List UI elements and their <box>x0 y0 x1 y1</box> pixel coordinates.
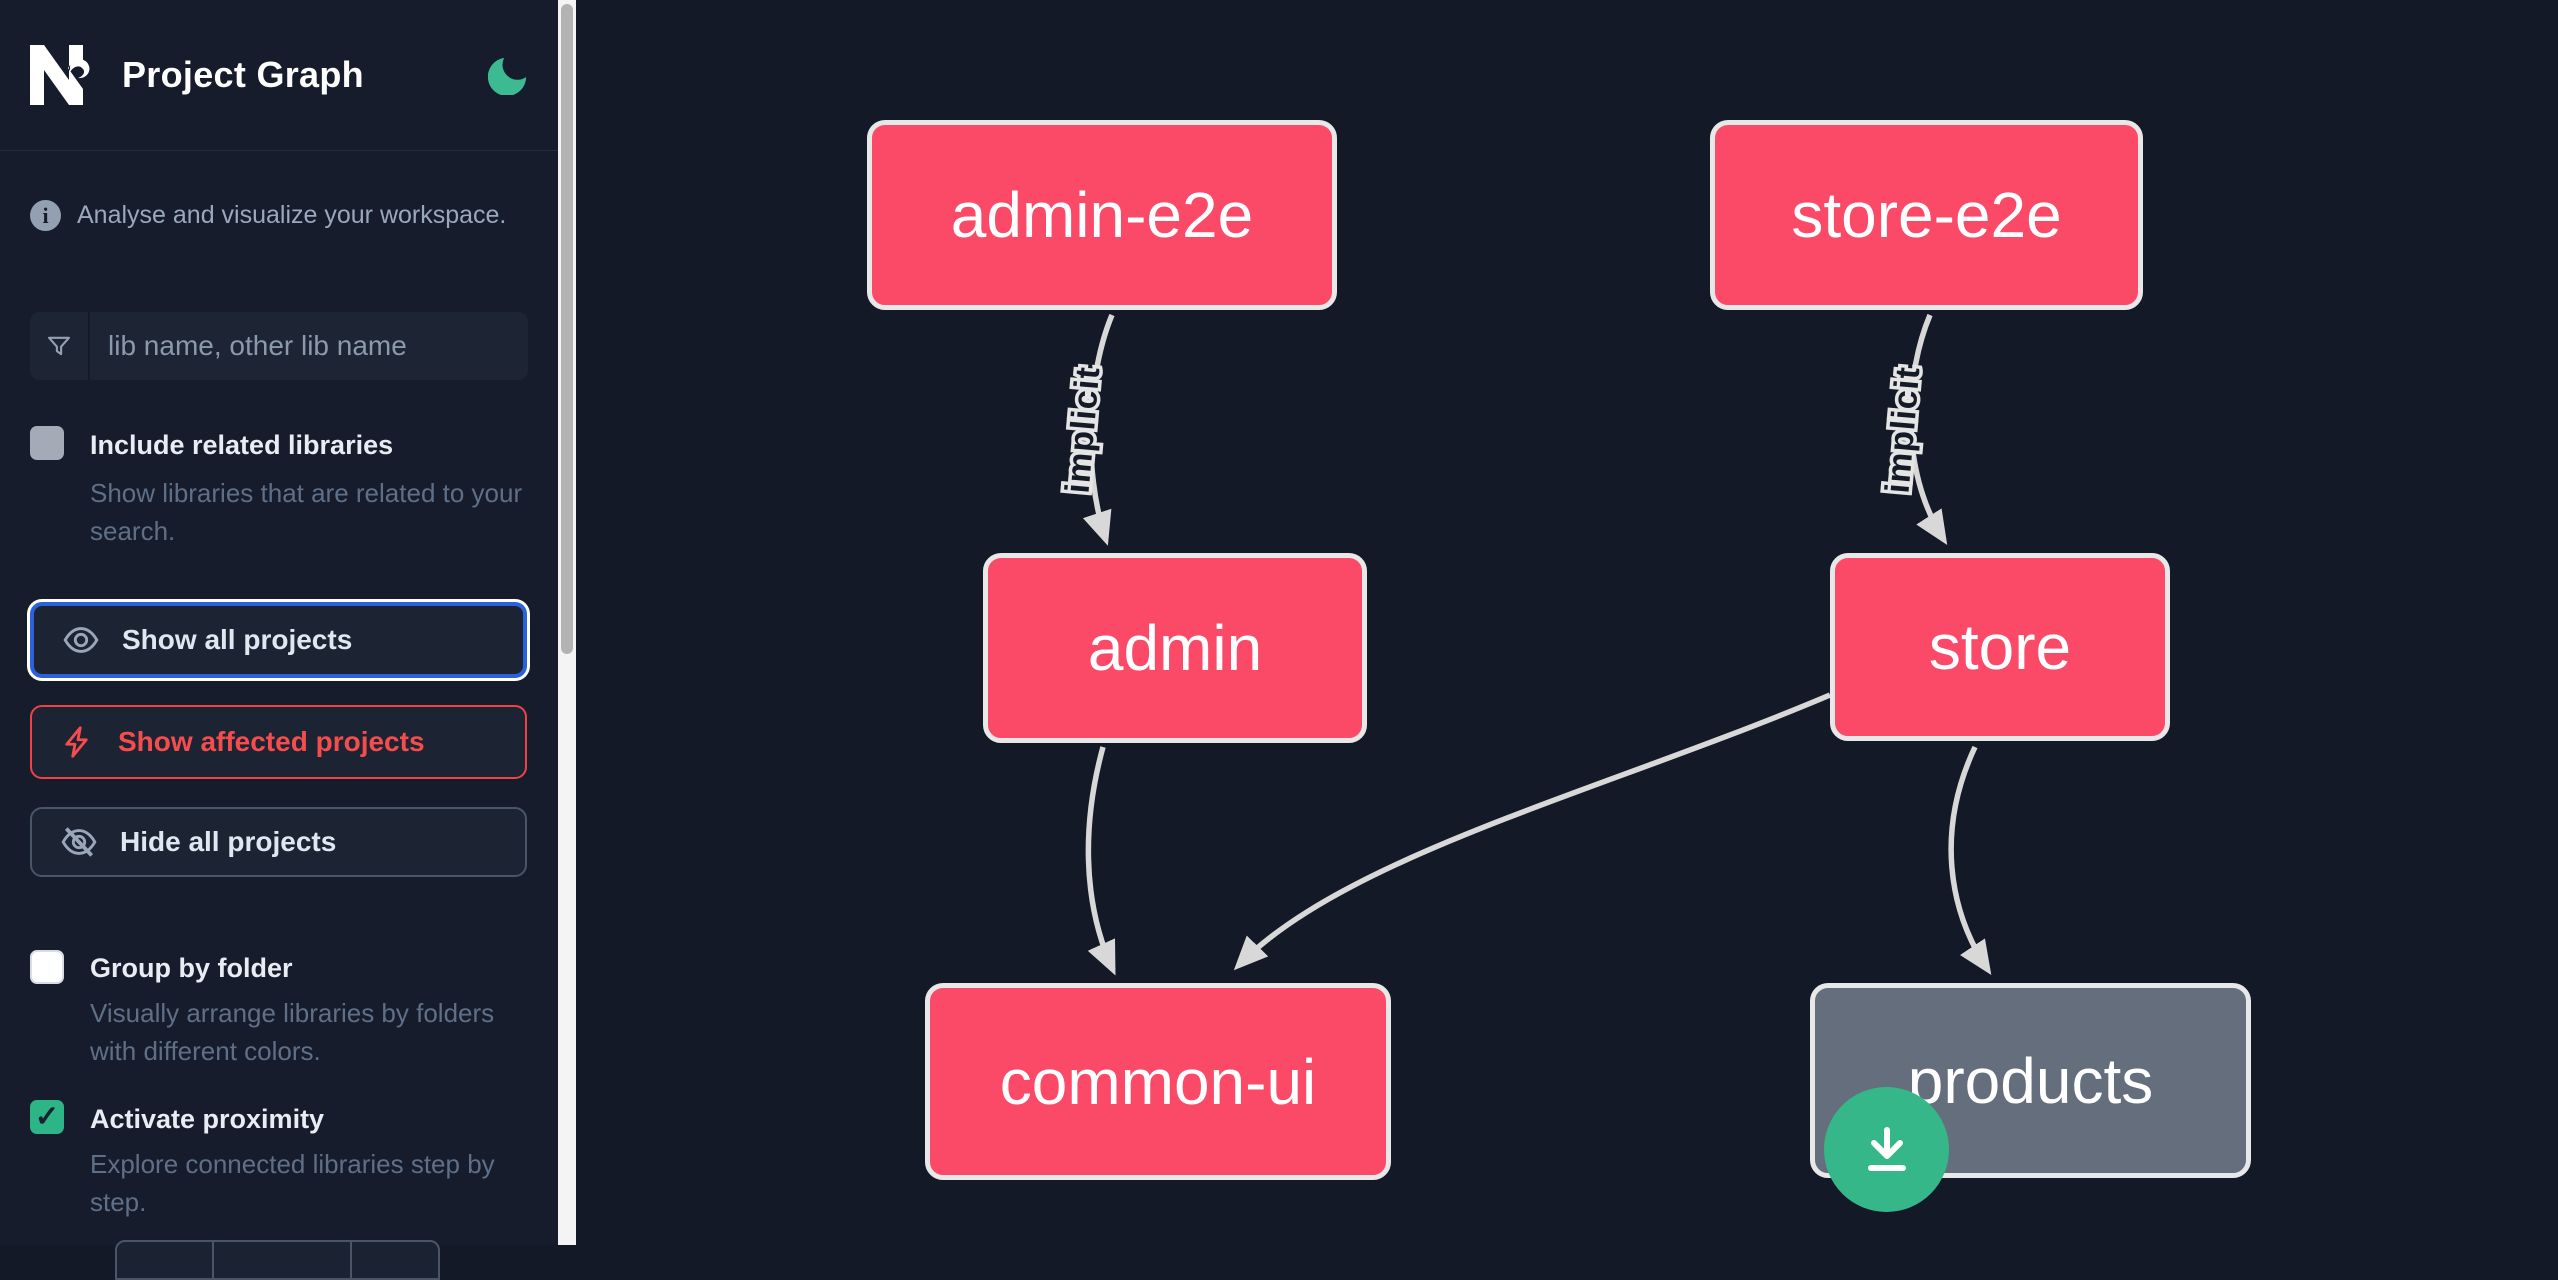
info-text: Analyse and visualize your workspace. <box>77 201 507 229</box>
node-store[interactable]: store <box>1830 553 2170 741</box>
sidebar-scrollbar-thumb[interactable] <box>561 4 573 654</box>
group-by-folder-description: Visually arrange libraries by folders wi… <box>90 998 495 1066</box>
graph-edges: implicit implicit <box>1055 313 1992 976</box>
show-all-projects-label: Show all projects <box>122 624 353 655</box>
filter-funnel-icon <box>30 312 90 380</box>
edge-admin-to-common-ui <box>1085 746 1116 976</box>
show-affected-projects-button[interactable]: Show affected projects <box>30 705 527 779</box>
edge-label-implicit-2: implicit <box>1879 365 1928 495</box>
theme-toggle-button[interactable] <box>488 55 528 95</box>
page-title: Project Graph <box>122 54 364 95</box>
show-affected-projects-label: Show affected projects <box>118 726 425 757</box>
activate-proximity-description: Explore connected libraries step by step… <box>90 1149 495 1217</box>
activate-proximity-label: Activate proximity <box>90 1104 325 1134</box>
show-all-projects-button[interactable]: Show all projects <box>30 602 527 678</box>
proximity-increment-button[interactable] <box>352 1242 438 1278</box>
edge-store-to-common-ui <box>1233 692 1832 971</box>
node-common-ui[interactable]: common-ui <box>925 983 1391 1180</box>
edge-store-to-products <box>1948 745 1992 975</box>
group-by-folder-checkbox[interactable] <box>30 950 64 984</box>
hide-all-projects-button[interactable]: Hide all projects <box>30 807 527 877</box>
sidebar-scrollbar[interactable] <box>558 0 576 1245</box>
bolt-icon <box>60 724 96 760</box>
search-box <box>30 312 528 380</box>
eye-off-icon <box>60 823 98 861</box>
proximity-value <box>214 1242 352 1278</box>
include-related-description: Show libraries that are related to your … <box>90 478 523 546</box>
graph-canvas[interactable]: implicit implicit admin-e2e store-e2e ad… <box>576 0 2558 1245</box>
node-admin[interactable]: admin <box>983 553 1367 743</box>
download-graph-button[interactable] <box>1824 1087 1949 1212</box>
edge-store-e2e-to-store <box>1908 313 1948 546</box>
sidebar: Project Graph i Analyse and visualize yo… <box>0 0 558 1280</box>
edge-label-implicit-1: implicit <box>1059 365 1108 495</box>
proximity-decrement-button[interactable] <box>117 1242 214 1278</box>
eye-icon <box>62 621 100 659</box>
group-by-folder-label: Group by folder <box>90 953 293 983</box>
proximity-degree-control <box>115 1240 440 1280</box>
workspace-info: i Analyse and visualize your workspace. <box>30 200 506 231</box>
hide-all-projects-label: Hide all projects <box>120 826 337 857</box>
edge-admin-e2e-to-admin <box>1082 313 1115 546</box>
nx-logo-icon <box>30 45 90 105</box>
include-related-checkbox[interactable] <box>30 426 64 460</box>
activate-proximity-checkbox[interactable] <box>30 1100 64 1134</box>
moon-icon <box>488 57 527 95</box>
node-admin-e2e[interactable]: admin-e2e <box>867 120 1337 310</box>
search-input[interactable] <box>90 312 528 380</box>
sidebar-header: Project Graph <box>0 0 558 151</box>
node-store-e2e[interactable]: store-e2e <box>1710 120 2143 310</box>
info-icon: i <box>30 200 61 231</box>
download-icon <box>1867 1126 1906 1171</box>
nx-project-graph-app: { "header": { "title": "Project Graph", … <box>0 0 2558 1245</box>
include-related-label: Include related libraries <box>90 430 394 460</box>
